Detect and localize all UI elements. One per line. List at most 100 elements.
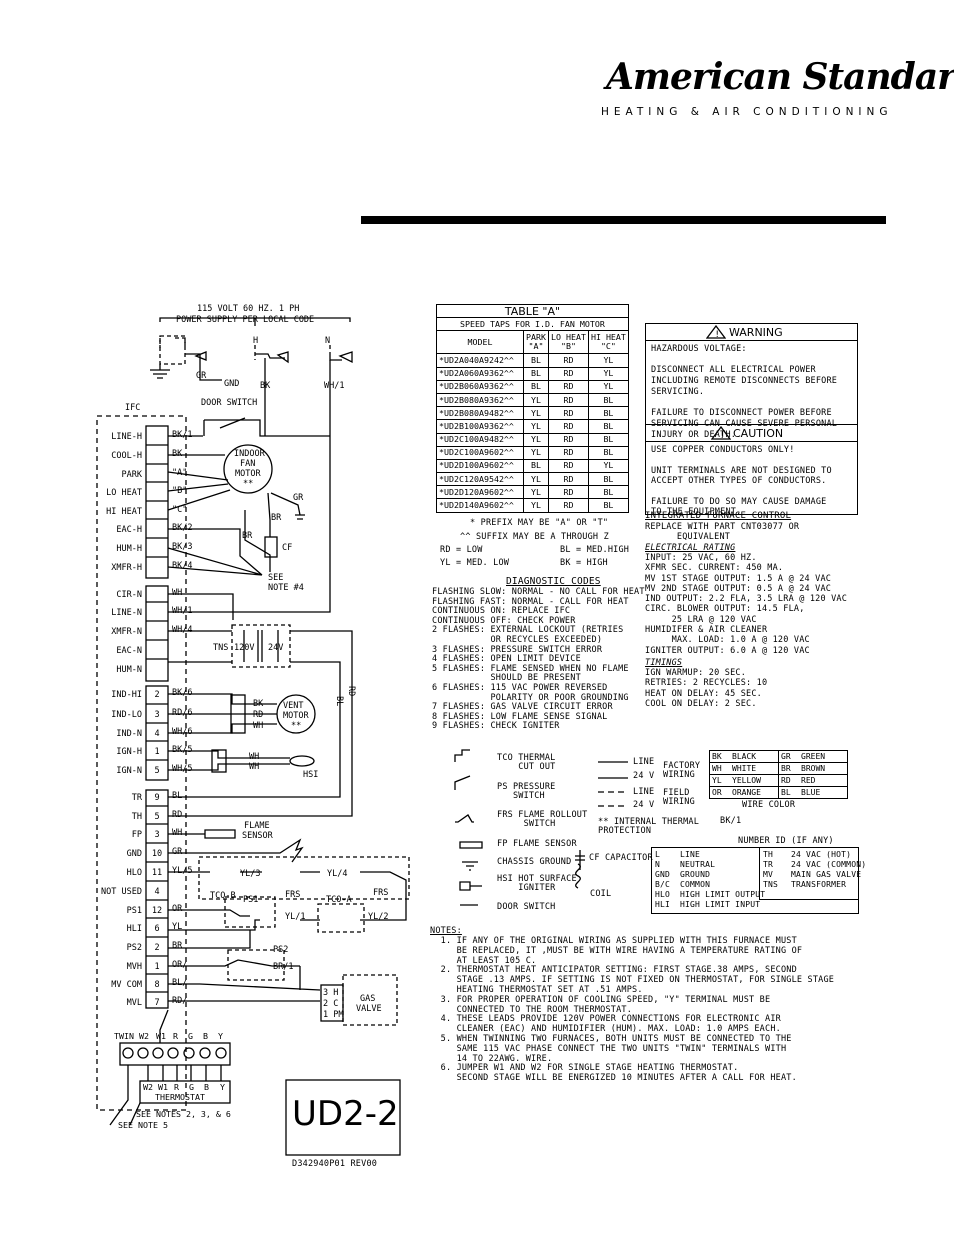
brand-subtitle: HEATING & AIR CONDITIONING (601, 106, 893, 118)
caution-list-line: ACCEPT OTHER TYPES OF CONDUCTORS. (651, 476, 827, 487)
ifc-terminal-label: IND-LO (111, 710, 142, 720)
notes-list-line: 5. WHEN TWINNING TWO FURNACES, BOTH UNIT… (430, 1033, 792, 1044)
vent-l2: MOTOR (283, 711, 309, 721)
ifc-pin-number: 3 (154, 830, 159, 840)
rating-list-line: CIRC. BLOWER OUTPUT: 14.5 FLA, (645, 604, 805, 615)
table-cell: RD (547, 353, 589, 368)
tstat-twin: TWIN (114, 1031, 134, 1041)
abbrev-cell: HLO (655, 890, 671, 899)
caution-list-line (651, 455, 832, 465)
color-cell: WH (709, 762, 730, 775)
tstat-bottom-w2: W2 (143, 1082, 153, 1092)
hsi-label: HSI (303, 770, 318, 780)
diag-list-line: 6 FLASHES: 115 VAC POWER REVERSED (432, 682, 608, 693)
notes-list-line: CONNECTED TO THE ROOM THERMOSTAT. (430, 1004, 633, 1015)
legend-bl: BL = MED.HIGH (560, 545, 630, 555)
legend-internal-1: ** INTERNAL THERMAL (598, 817, 700, 827)
motor-l1: INDOOR (234, 449, 266, 459)
legend-fp: FP FLAME SENSOR (497, 839, 577, 849)
color-cell: YL (709, 774, 730, 787)
power-wh1: WH/1 (324, 381, 344, 391)
timings-list-line: IGN WARMUP: 20 SEC. (645, 668, 747, 678)
br-label2: BR (242, 531, 253, 541)
ifc-pin-number: 1 (154, 747, 159, 757)
abbrev-cell: GROUND (680, 870, 711, 879)
ifc-pin-number: 3 (154, 710, 159, 720)
legend-rd: RD = LOW (440, 545, 483, 555)
frs-label: FRS (285, 890, 300, 900)
notes-list-line: SECOND STAGE WILL BE ENERGIZED 10 MINUTE… (430, 1073, 797, 1084)
wire-color-label: WIRE COLOR (742, 800, 796, 810)
ifc-wire-label: BR (172, 941, 183, 951)
table-cell: YL (523, 392, 549, 408)
abbrev-cell: 24 VAC (HOT) (791, 850, 852, 859)
color-cell: BK (709, 750, 730, 763)
ifc-wire-label: BK/1 (172, 430, 192, 440)
caution-list-line: TO THE EQUIPMENT. (651, 507, 742, 518)
flame-sensor-b: SENSOR (242, 831, 274, 841)
notes-list-line: 6. JUMPER W1 AND W2 FOR SINGLE STAGE HEA… (430, 1063, 739, 1074)
color-cell: BROWN (799, 762, 848, 775)
ifc-wire-label: BK (172, 449, 183, 459)
see-note4-b: NOTE #4 (268, 583, 304, 593)
notes-list: 1. IF ANY OF THE ORIGINAL WIRING AS SUPP… (430, 936, 834, 1084)
power-line1: 115 VOLT 60 HZ. 1 PH (197, 304, 299, 314)
wire-number-label: NUMBER ID (IF ANY) (738, 836, 834, 846)
notes-list-line: BE REPLACED, IT ,MUST BE WITH WIRE HAVIN… (430, 945, 803, 956)
legend-field-2: WIRING (663, 797, 695, 807)
abbrev-cell: HIGH LIMIT OUTPUT (680, 890, 766, 899)
rating-list-line: MAX. LOAD: 1.0 A @ 120 VAC (645, 635, 810, 646)
color-cell: BLUE (799, 786, 848, 799)
warning-icon: ! (706, 325, 726, 339)
table-cell: *UD2C100A9602^^ (436, 445, 524, 460)
ifc-terminal-label: MV COM (111, 980, 142, 990)
motor-l4: ** (243, 479, 253, 489)
ifc-terminal-label: PS1 (127, 906, 142, 916)
legend-chassis: CHASSIS GROUND (497, 857, 572, 867)
ifc-terminal-label: HLI (127, 924, 142, 934)
warning-list-line (651, 398, 837, 409)
v120-label: 120V (234, 643, 254, 653)
flame-sensor-a: FLAME (244, 821, 270, 831)
tns-label: TNS (213, 643, 228, 653)
ifc-wire-label: BL (172, 791, 182, 801)
ifc-pin-number: 6 (154, 924, 159, 934)
ifc-terminal-label: LINE-H (111, 432, 142, 442)
table-cell: BL (587, 432, 629, 447)
table-cell: RD (547, 458, 589, 474)
part-number: D342940P01 REV00 (292, 1159, 378, 1169)
abbrev-cell: TRANSFORMER (791, 880, 847, 889)
legend-24v-2: 24 V (633, 800, 655, 810)
caution-text: USE COPPER CONDUCTORS ONLY! UNIT TERMINA… (651, 445, 832, 518)
warning-list-line: HAZARDOUS VOLTAGE: (651, 344, 747, 354)
ifc-terminal-label: IND-HI (111, 690, 142, 700)
diag-list-line: 4 FLASHES: OPEN LIMIT DEVICE (432, 654, 581, 665)
table-a-header: MODEL (436, 330, 524, 355)
table-cell: YL (523, 498, 549, 513)
ifc-wire-label: "B" (172, 486, 187, 496)
ifc-terminal-label: GND (127, 849, 142, 859)
warning-title: WARNING (729, 326, 783, 339)
table-cell: BL (587, 406, 629, 421)
tstat-b: B (203, 1031, 208, 1041)
color-cell: BR (778, 762, 799, 775)
abbrev-cell: N (655, 860, 661, 869)
ifc-pin-number: 11 (152, 868, 162, 878)
table-a-header: LO HEAT "B" (547, 330, 589, 355)
ifc-terminal-label: EAC-N (116, 646, 142, 656)
table-cell: *UD2D120A9602^^ (436, 485, 524, 500)
abbrev-cell: MAIN GAS VALVE (791, 870, 862, 879)
table-cell: BL (523, 366, 549, 381)
table-cell: *UD2C120A9542^^ (436, 472, 524, 487)
table-a-foot2: ^^ SUFFIX MAY BE A THROUGH Z (460, 532, 609, 542)
table-cell: YL (523, 485, 549, 500)
legend-line-2: LINE (633, 787, 655, 797)
table-cell: *UD2B080A9482^^ (436, 406, 524, 421)
